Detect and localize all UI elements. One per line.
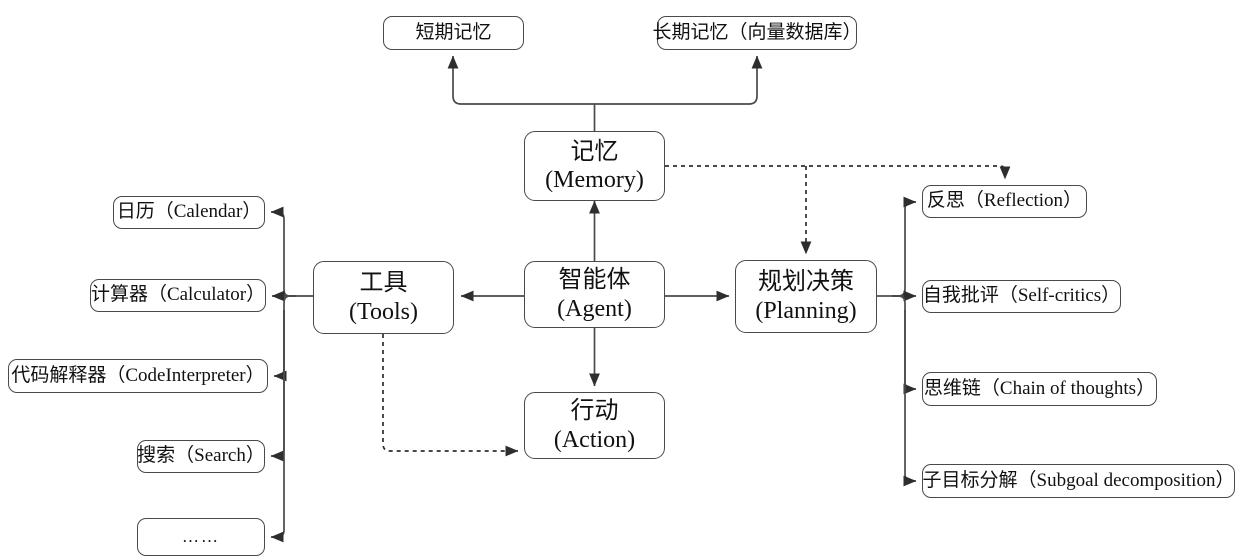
node-long-term-memory-label: 长期记忆（向量数据库） <box>652 21 862 43</box>
node-memory[interactable]: 记忆 (Memory) <box>524 131 665 201</box>
node-tool-code-interpreter-label: 代码解释器（CodeInterpreter） <box>11 364 265 386</box>
node-action[interactable]: 行动 (Action) <box>524 392 665 459</box>
node-planning-self-critics-label: 自我批评（Self-critics） <box>922 285 1121 307</box>
node-planning-self-critics[interactable]: 自我批评（Self-critics） <box>922 280 1121 313</box>
edge-memory-planning-dotted <box>665 165 1011 180</box>
node-planning-subgoal-decomposition[interactable]: 子目标分解（Subgoal decomposition） <box>922 464 1235 498</box>
node-planning-chain-of-thoughts-label: 思维链（Chain of thoughts） <box>923 377 1156 399</box>
node-memory-label-en: (Memory) <box>545 167 644 193</box>
node-planning-reflection[interactable]: 反思（Reflection） <box>922 185 1087 218</box>
node-tool-calendar[interactable]: 日历（Calendar） <box>113 196 265 229</box>
node-tool-more-label: …… <box>182 526 220 546</box>
node-tools-label-en: (Tools) <box>349 298 418 325</box>
node-planning-label-cn: 规划决策 <box>757 269 854 296</box>
node-planning[interactable]: 规划决策 (Planning) <box>735 260 877 333</box>
node-planning-chain-of-thoughts[interactable]: 思维链（Chain of thoughts） <box>922 372 1157 406</box>
node-agent-label-cn: 智能体 <box>558 267 631 294</box>
node-tools[interactable]: 工具 (Tools) <box>313 261 454 334</box>
node-agent-label-en: (Agent) <box>557 295 632 322</box>
edge-tools-action-dotted <box>382 334 519 457</box>
node-tool-calculator[interactable]: 计算器（Calculator） <box>90 279 266 312</box>
node-planning-label-en: (Planning) <box>755 297 857 324</box>
node-action-label-cn: 行动 <box>570 398 619 425</box>
node-memory-label-cn: 记忆 <box>570 138 619 165</box>
node-tool-search-label: 搜索（Search） <box>137 445 265 467</box>
edge-memory-to-shortterm <box>447 55 595 105</box>
node-tool-calculator-label: 计算器（Calculator） <box>90 284 266 306</box>
edge-memory-to-longterm <box>594 55 763 105</box>
node-short-term-memory[interactable]: 短期记忆 <box>383 16 524 50</box>
edge-tools-to-calendar <box>270 206 296 297</box>
edge-planning-to-chainofthoughts <box>892 295 917 395</box>
node-short-term-memory-label: 短期记忆 <box>415 21 492 43</box>
node-tool-more[interactable]: …… <box>137 518 265 556</box>
edge-planning-to-reflection <box>892 196 917 297</box>
edge-tools-to-search <box>270 310 285 462</box>
node-tool-calendar-label: 日历（Calendar） <box>116 201 262 223</box>
node-agent[interactable]: 智能体 (Agent) <box>524 261 665 328</box>
node-planning-reflection-label: 反思（Reflection） <box>926 190 1083 212</box>
node-long-term-memory[interactable]: 长期记忆（向量数据库） <box>653 16 862 50</box>
node-planning-subgoal-decomposition-label: 子目标分解（Subgoal decomposition） <box>922 469 1235 491</box>
node-tools-label-cn: 工具 <box>359 270 408 297</box>
node-tool-code-interpreter[interactable]: 代码解释器（CodeInterpreter） <box>8 359 268 393</box>
node-tool-search[interactable]: 搜索（Search） <box>137 440 265 473</box>
edge-planning-to-subgoal <box>903 310 917 487</box>
node-action-label-en: (Action) <box>553 426 636 453</box>
edge-tools-to-codeinterpreter <box>273 295 296 382</box>
edge-tools-to-dots <box>270 310 285 543</box>
